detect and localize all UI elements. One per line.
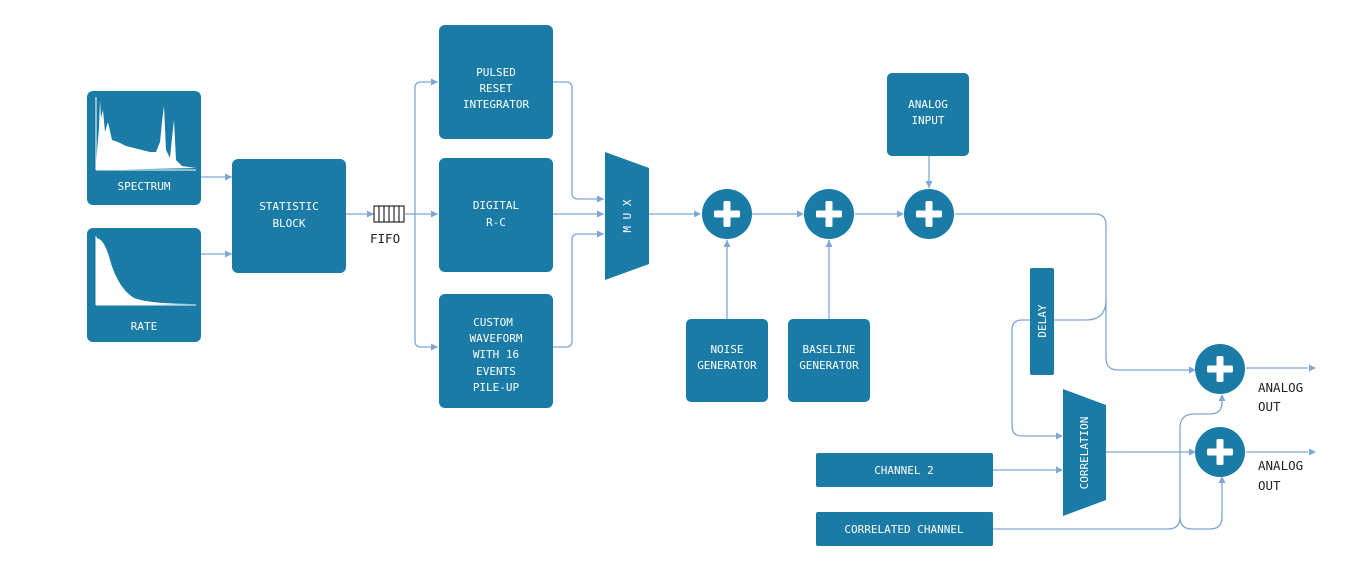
adder-2 [804,189,854,239]
arrowhead [431,78,438,86]
connections [200,81,1308,530]
analog-out-2-line2: OUT [1258,478,1281,493]
analog-out-2-line1: ANALOG [1258,458,1303,473]
adder-icon [714,201,740,227]
analog-out-2: ANALOG OUT [1258,458,1303,493]
custom-label-line1: CUSTOM [473,316,513,329]
analog-input-label-line1: ANALOG [908,98,948,111]
noise-label-line2: GENERATOR [697,359,757,372]
wire-custom-mux [553,233,604,348]
arrowhead [797,210,804,218]
custom-label-line5: PILE-UP [473,381,520,394]
pulsed-label-line1: PULSED [476,66,516,79]
pulsed-label-line2: RESET [479,82,512,95]
digital-rc-block: DIGITAL R-C [439,158,553,272]
adder-icon [1207,439,1233,465]
spectrum-label: SPECTRUM [118,180,171,193]
delay-label: DELAY [1036,304,1049,337]
wire-delay-correlation [1011,319,1060,437]
mux-block: M U X [605,152,649,280]
arrowhead [1189,448,1196,456]
wire-correlated-out1 [992,396,1223,530]
adder-1 [702,189,752,239]
delay-block: DELAY [1030,268,1054,375]
custom-label-line2: WAVEFORM [470,332,523,345]
digital-label-line1: DIGITAL [473,199,520,212]
correlated-channel-label: CORRELATED CHANNEL [844,523,964,536]
statistic-label-line2: BLOCK [272,217,305,230]
pulsed-reset-integrator-block: PULSED RESET INTEGRATOR [439,25,553,139]
noise-label-line1: NOISE [710,343,743,356]
spectrum-block: SPECTRUM [87,91,201,205]
arrowhead [597,230,604,238]
statistic-label-line1: STATISTIC [259,200,319,213]
fifo-icon [373,205,405,223]
arrowhead [1218,476,1226,483]
rate-label: RATE [131,320,158,333]
adder-icon [1207,356,1233,382]
arrowhead [431,210,438,218]
channel-2-block: CHANNEL 2 [816,453,993,487]
analog-input-block: ANALOG INPUT [887,73,969,156]
baseline-label-line1: BASELINE [803,343,856,356]
digital-label-line2: R-C [486,216,506,229]
arrowhead [925,181,933,188]
output-adder-2 [1195,427,1245,477]
output-adder-1 [1195,344,1245,394]
custom-waveform-block: CUSTOM WAVEFORM WITH 16 EVENTS PILE-UP [439,294,553,408]
correlation-label: CORRELATION [1078,417,1091,490]
analog-out-1-line2: OUT [1258,399,1281,414]
correlation-block: CORRELATION [1063,389,1106,516]
arrowhead [723,240,731,247]
fifo: FIFO [370,205,405,246]
wire-branch-custom [414,214,438,348]
arrowhead [431,343,438,351]
arrowhead [694,210,701,218]
statistic-block: STATISTIC BLOCK [232,159,346,273]
custom-label-line4: EVENTS [476,365,516,378]
mux-label: M U X [621,199,634,232]
analog-out-1-line1: ANALOG [1258,380,1303,395]
arrowhead [1309,364,1316,372]
arrowhead [1309,448,1316,456]
custom-label-line3: WITH 16 [473,348,519,361]
baseline-generator-block: BASELINE GENERATOR [788,319,870,402]
adder-icon [916,201,942,227]
channel-2-label: CHANNEL 2 [874,464,934,477]
fifo-label: FIFO [370,231,400,246]
correlated-channel-block: CORRELATED CHANNEL [816,512,993,546]
baseline-label-line2: GENERATOR [799,359,859,372]
wire-tap-delay [1054,299,1107,321]
analog-out-1: ANALOG OUT [1258,380,1303,414]
arrowhead [1056,432,1063,440]
wire-branch-pulsed [414,81,438,214]
analog-input-label-line2: INPUT [911,114,944,127]
arrowhead [825,240,833,247]
arrowhead [1218,394,1226,401]
arrowhead [597,195,604,203]
rate-block: RATE [87,228,201,342]
arrowhead [1056,466,1063,474]
pulsed-label-line3: INTEGRATOR [463,98,530,111]
adder-icon [816,201,842,227]
spectrum-plot-icon [95,97,196,171]
arrowhead [225,250,232,258]
noise-generator-block: NOISE GENERATOR [686,319,768,402]
wire-adder3-out1 [955,213,1194,371]
wire-pulsed-mux [553,81,604,200]
arrowhead [1189,366,1196,374]
adder-3 [904,189,954,239]
arrowhead [367,210,374,218]
arrowhead [897,210,904,218]
arrowheads [225,78,1316,483]
wire-correlated-out2 [1179,478,1223,530]
arrowhead [597,210,604,218]
arrowhead [225,173,232,181]
rate-decay-plot-icon [95,236,196,306]
